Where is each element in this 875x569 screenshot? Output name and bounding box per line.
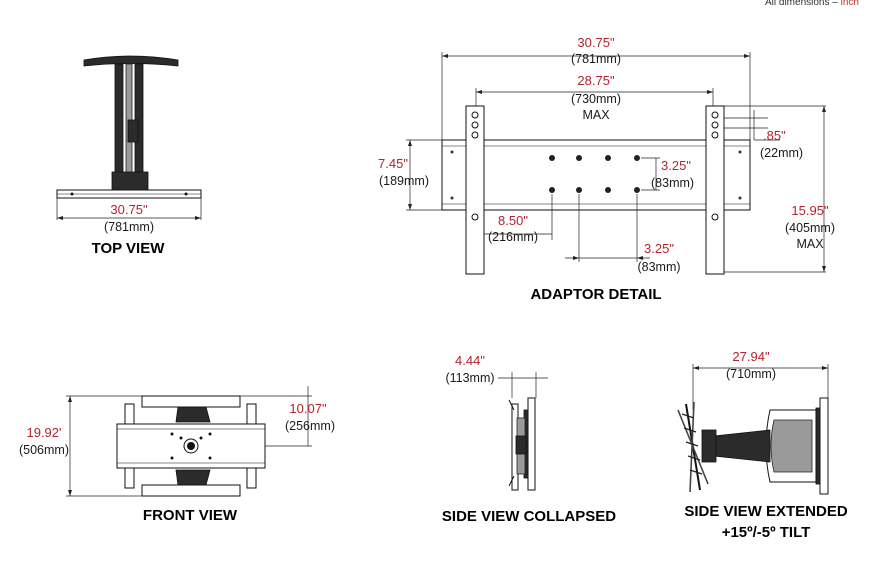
adaptor-detail-drawing <box>406 52 826 275</box>
front-view-height-in: 19.92' <box>26 425 61 440</box>
adaptor-hole-v-in: 3.25" <box>661 158 691 173</box>
adaptor-tall-max: MAX <box>796 237 824 251</box>
adaptor-slot-mm: (22mm) <box>760 146 803 160</box>
adaptor-offset-mm: (216mm) <box>488 230 538 244</box>
adaptor-max-in: 28.75" <box>577 73 615 88</box>
top-view-title: TOP VIEW <box>92 240 166 257</box>
front-view-height-mm: (506mm) <box>19 443 69 457</box>
adaptor-tall-in: 15.95" <box>791 203 829 218</box>
top-view-width-in: 30.75" <box>110 202 148 217</box>
adaptor-offset-in: 8.50" <box>498 213 528 228</box>
top-view-drawing <box>56 55 202 220</box>
front-view-title: FRONT VIEW <box>143 507 238 524</box>
adaptor-tall-mm: (405mm) <box>785 221 835 235</box>
adaptor-overall-mm: (781mm) <box>571 52 621 66</box>
front-view-drawing <box>66 386 312 497</box>
side-collapsed-drawing <box>498 372 548 491</box>
adaptor-max-label: MAX <box>582 108 610 122</box>
side-collapsed-depth-in: 4.44" <box>455 353 485 368</box>
side-extended-title-line2: +15º/-5º TILT <box>722 524 811 541</box>
top-view-width-mm: (781mm) <box>104 220 154 234</box>
adaptor-overall-in: 30.75" <box>577 35 615 50</box>
adaptor-hole-v-mm: (83mm) <box>651 176 694 190</box>
adaptor-height-in: 7.45" <box>378 156 408 171</box>
side-extended-depth-mm: (710mm) <box>726 367 776 381</box>
front-view-center-in: 10.07" <box>289 401 327 416</box>
adaptor-detail-title: ADAPTOR DETAIL <box>530 286 661 303</box>
adaptor-slot-in: .85" <box>763 128 786 143</box>
side-extended-drawing <box>677 364 829 495</box>
adaptor-hole-h-mm: (83mm) <box>637 260 680 274</box>
adaptor-height-mm: (189mm) <box>379 174 429 188</box>
side-extended-title-line1: SIDE VIEW EXTENDED <box>684 503 848 520</box>
side-collapsed-title: SIDE VIEW COLLAPSED <box>442 508 616 525</box>
side-extended-depth-in: 27.94" <box>732 349 770 364</box>
adaptor-hole-h-in: 3.25" <box>644 241 674 256</box>
front-view-center-mm: (256mm) <box>285 419 335 433</box>
side-collapsed-depth-mm: (113mm) <box>445 371 494 385</box>
header-note: All dimensions – inch <box>765 0 859 8</box>
adaptor-max-mm: (730mm) <box>571 92 621 106</box>
